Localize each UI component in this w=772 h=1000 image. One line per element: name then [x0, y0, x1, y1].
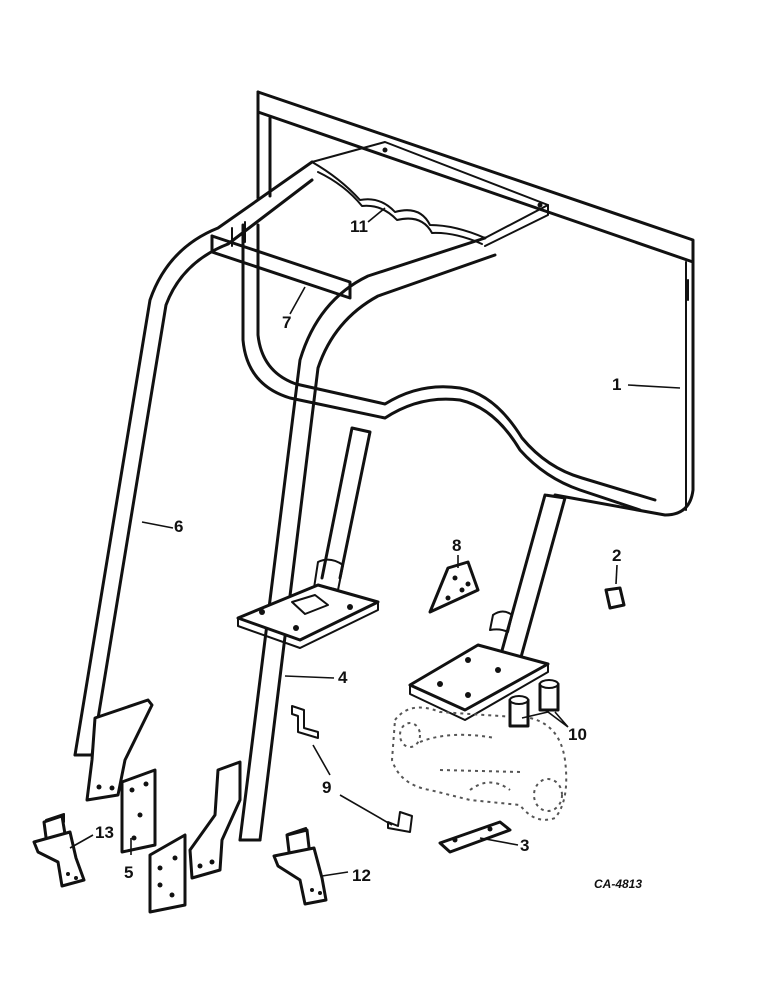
left-post	[236, 426, 380, 649]
front-hoop-4	[238, 236, 497, 842]
callout-7: 7	[282, 313, 291, 332]
leader-lines	[69, 207, 681, 877]
callout-13: 13	[95, 823, 114, 842]
pin-2	[604, 586, 626, 610]
callout-11: 11	[350, 217, 368, 236]
plate-3	[438, 820, 512, 854]
spacers-10	[508, 679, 560, 728]
callout-9: 9	[322, 778, 331, 797]
callout-4: 4	[338, 668, 348, 687]
figure-code: CA-4813	[594, 877, 642, 891]
rear-hoop-6	[73, 160, 314, 757]
plate-5	[120, 768, 187, 914]
cross-member-7	[210, 221, 352, 300]
front-hoop-gusset	[188, 760, 242, 880]
callout-labels: 1 2 3 4 5 6 7 8 9 10 11 12 13	[95, 217, 621, 885]
callout-10: 10	[568, 725, 587, 744]
cover-panel-11	[311, 141, 549, 247]
rear-hoop-gusset	[85, 698, 154, 802]
right-post	[408, 493, 567, 721]
callout-1: 1	[612, 375, 621, 394]
plate-8	[428, 560, 480, 614]
callout-3: 3	[520, 836, 529, 855]
callout-2: 2	[612, 546, 621, 565]
bracket-12	[272, 827, 328, 906]
callout-6: 6	[174, 517, 183, 536]
callout-12: 12	[352, 866, 371, 885]
bracket-13	[32, 813, 86, 888]
callout-5: 5	[124, 863, 133, 882]
canopy-frame	[256, 90, 695, 517]
axle-housing-phantom	[390, 706, 568, 821]
clip-9	[291, 705, 413, 833]
frame-1-loop	[241, 223, 657, 512]
callout-8: 8	[452, 536, 461, 555]
